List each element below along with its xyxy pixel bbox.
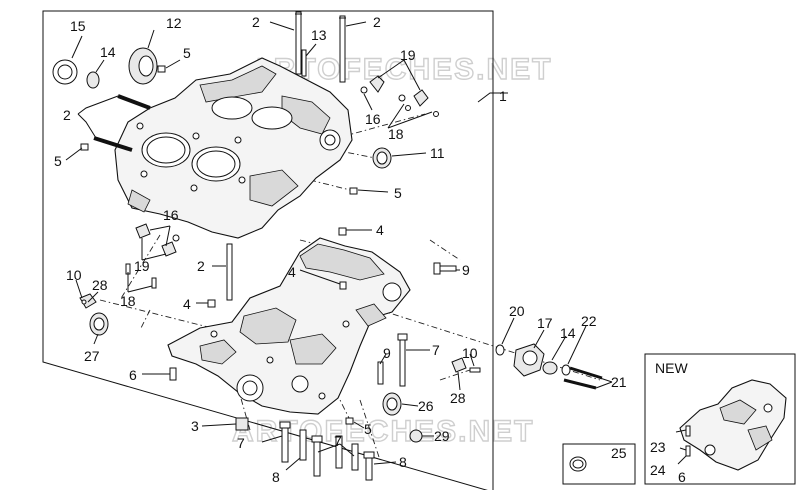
callout-labels: 1 2 2 2 2 3 4 4 4 5 5 5 5 6 6 7 7 7 8 8 … [54, 14, 686, 485]
callout-10: 10 [66, 267, 82, 283]
callout-1: 1 [499, 88, 507, 104]
callout-2: 2 [373, 14, 381, 30]
small-fittings [79, 65, 481, 425]
callout-18: 18 [120, 293, 136, 309]
callout-16: 16 [365, 111, 381, 127]
callout-9: 9 [383, 345, 391, 361]
callout-4: 4 [183, 296, 191, 312]
upper-crankcase [114, 57, 353, 239]
callout-2: 2 [197, 258, 205, 274]
callout-16: 16 [163, 207, 179, 223]
callout-3: 3 [191, 418, 199, 434]
callout-5: 5 [364, 421, 372, 437]
callout-7: 7 [432, 342, 440, 358]
callout-15: 15 [70, 18, 86, 34]
lower-crankcase [167, 237, 411, 415]
callout-13: 13 [311, 27, 327, 43]
cylinder-bore-3 [211, 96, 253, 120]
callout-8: 8 [399, 454, 407, 470]
inset-crankcase [675, 379, 787, 471]
callout-28: 28 [92, 277, 108, 293]
callout-24: 24 [650, 462, 666, 478]
callout-7: 7 [237, 435, 245, 451]
callout-9: 9 [462, 262, 470, 278]
callout-23: 23 [650, 439, 666, 455]
callout-18: 18 [388, 126, 404, 142]
leader-lines [65, 21, 613, 471]
callout-2: 2 [252, 14, 260, 30]
callout-19: 19 [134, 258, 150, 274]
callout-6: 6 [678, 469, 686, 485]
watermark-bottom: ARTOFECHES.NET [232, 415, 534, 448]
callout-17: 17 [537, 315, 553, 331]
inset-new-frame [644, 353, 796, 485]
callout-20: 20 [509, 303, 525, 319]
callout-2: 2 [63, 107, 71, 123]
studs-and-bolts [93, 11, 603, 481]
callout-19: 19 [400, 47, 416, 63]
callout-27: 27 [84, 348, 100, 364]
callout-12: 12 [166, 15, 182, 31]
callout-28: 28 [450, 390, 466, 406]
inset-title: NEW [655, 360, 688, 376]
callout-10: 10 [462, 345, 478, 361]
callout-14: 14 [100, 44, 116, 60]
callout-29: 29 [434, 428, 450, 444]
callout-22: 22 [581, 313, 597, 329]
callout-4: 4 [376, 222, 384, 238]
callout-6: 6 [129, 367, 137, 383]
callout-14: 14 [560, 325, 576, 341]
callout-25: 25 [611, 445, 627, 461]
callout-5: 5 [394, 185, 402, 201]
callout-5: 5 [54, 153, 62, 169]
callout-5: 5 [183, 45, 191, 61]
callout-26: 26 [418, 398, 434, 414]
seals-and-bearings [52, 47, 587, 472]
callout-8: 8 [272, 469, 280, 485]
callout-7: 7 [334, 433, 342, 449]
callout-11: 11 [430, 145, 445, 161]
part-25-frame [562, 443, 636, 485]
callout-21: 21 [611, 374, 627, 390]
callout-4: 4 [288, 264, 296, 280]
cylinder-bore-4 [251, 106, 293, 130]
